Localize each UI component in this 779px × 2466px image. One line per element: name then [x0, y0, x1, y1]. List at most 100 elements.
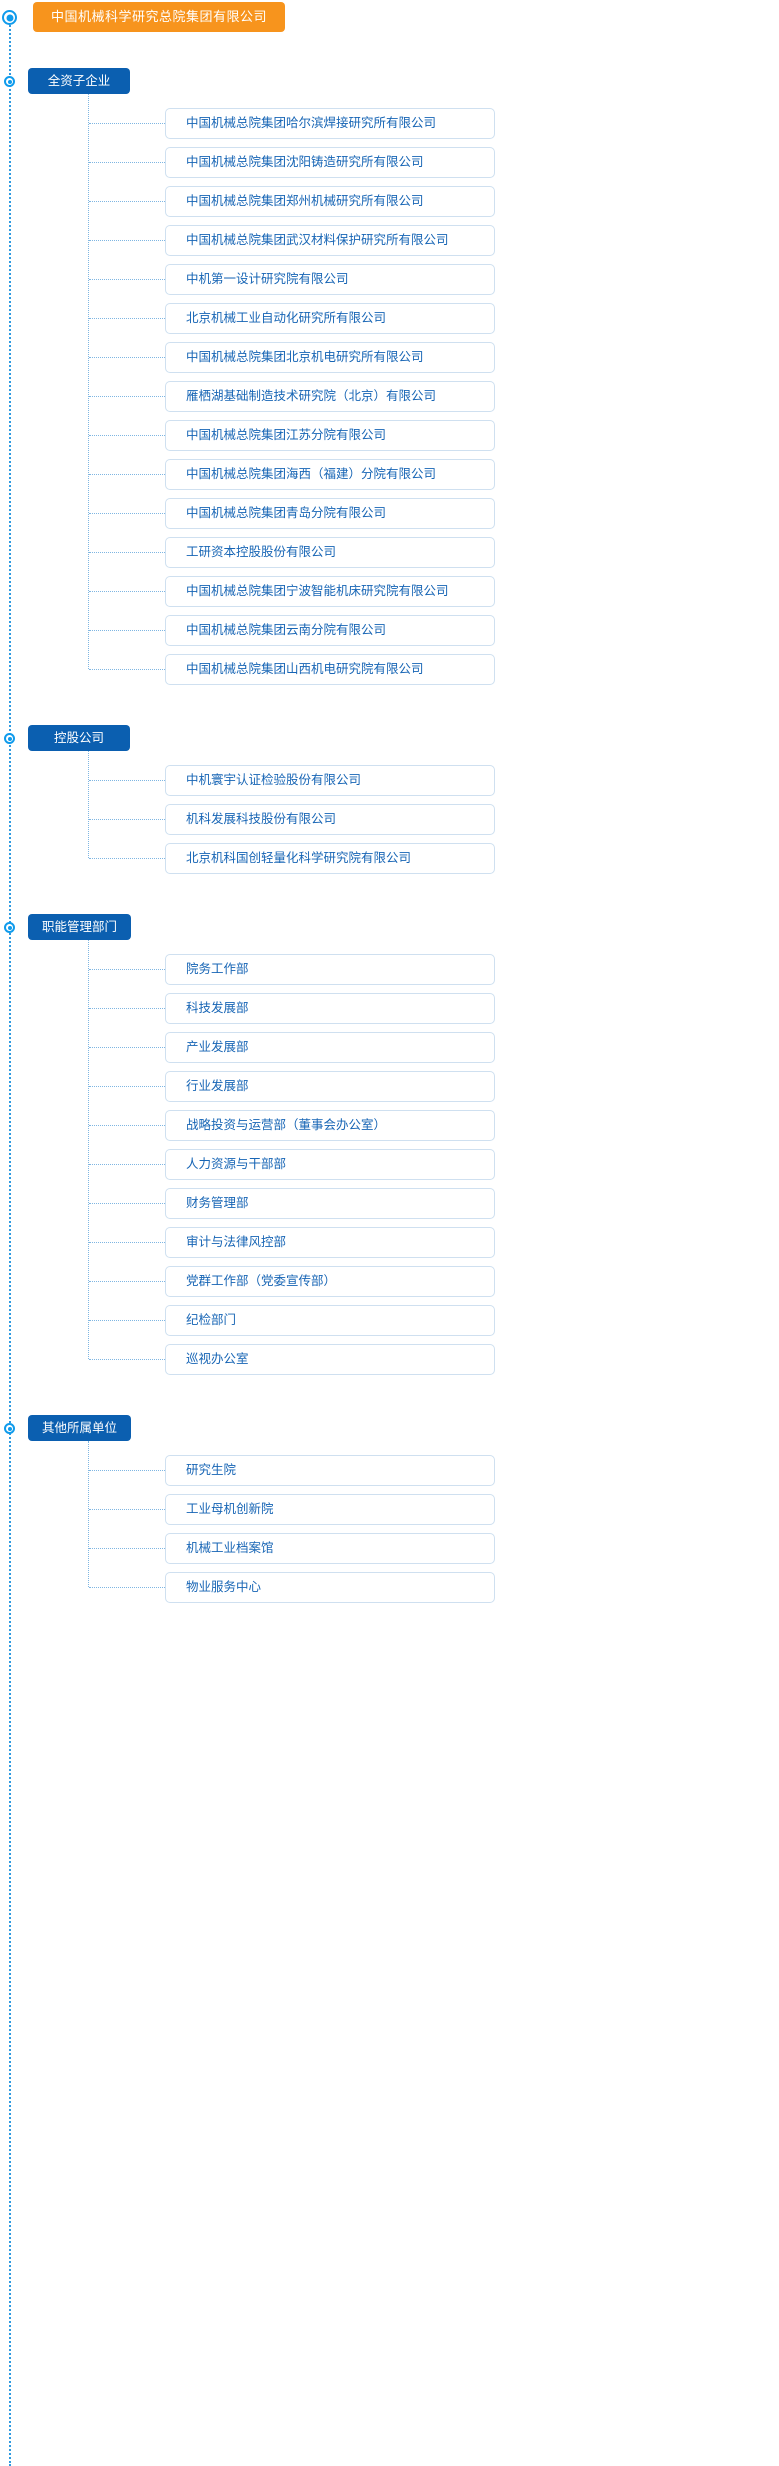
connector-line [89, 1320, 165, 1321]
org-item[interactable]: 中国机械总院集团青岛分院有限公司 [0, 494, 779, 533]
org-item-label[interactable]: 雁栖湖基础制造技术研究院（北京）有限公司 [165, 381, 495, 412]
section-children: 中国机械总院集团哈尔滨焊接研究所有限公司中国机械总院集团沈阳铸造研究所有限公司中… [0, 94, 779, 695]
section-label[interactable]: 全资子企业 [28, 68, 130, 94]
org-item[interactable]: 中国机械总院集团海西（福建）分院有限公司 [0, 455, 779, 494]
org-item-label[interactable]: 党群工作部（党委宣传部） [165, 1266, 495, 1297]
org-item[interactable]: 北京机科国创轻量化科学研究院有限公司 [0, 839, 779, 878]
org-item-label[interactable]: 纪检部门 [165, 1305, 495, 1336]
org-item[interactable]: 工研资本控股股份有限公司 [0, 533, 779, 572]
org-item-label[interactable]: 北京机科国创轻量化科学研究院有限公司 [165, 843, 495, 874]
org-item[interactable]: 人力资源与干部部 [0, 1145, 779, 1184]
org-item[interactable]: 雁栖湖基础制造技术研究院（北京）有限公司 [0, 377, 779, 416]
section-children: 院务工作部科技发展部产业发展部行业发展部战略投资与运营部（董事会办公室） 人力资源… [0, 940, 779, 1385]
org-item[interactable]: 中国机械总院集团云南分院有限公司 [0, 611, 779, 650]
org-item-label[interactable]: 中国机械总院集团哈尔滨焊接研究所有限公司 [165, 108, 495, 139]
org-item[interactable]: 行业发展部 [0, 1067, 779, 1106]
org-item-label[interactable]: 工业母机创新院 [165, 1494, 495, 1525]
node-marker-icon [4, 76, 15, 87]
node-marker-icon [4, 922, 15, 933]
org-item-label[interactable]: 中国机械总院集团北京机电研究所有限公司 [165, 342, 495, 373]
org-item[interactable]: 物业服务中心 [0, 1568, 779, 1607]
connector-line [89, 780, 165, 781]
section-label[interactable]: 职能管理部门 [28, 914, 132, 940]
section-header[interactable]: 全资子企业 [0, 68, 779, 94]
org-item[interactable]: 院务工作部 [0, 950, 779, 989]
section-label[interactable]: 其他所属单位 [28, 1415, 132, 1441]
section-2: 控股公司中机寰宇认证检验股份有限公司机科发展科技股份有限公司北京机科国创轻量化科… [0, 725, 779, 884]
connector-line [89, 1008, 165, 1009]
org-item[interactable]: 研究生院 [0, 1451, 779, 1490]
org-item[interactable]: 北京机械工业自动化研究所有限公司 [0, 299, 779, 338]
connector-line [89, 279, 165, 280]
connector-line [89, 1242, 165, 1243]
org-item[interactable]: 中国机械总院集团北京机电研究所有限公司 [0, 338, 779, 377]
org-item-label[interactable]: 机科发展科技股份有限公司 [165, 804, 495, 835]
section-header[interactable]: 职能管理部门 [0, 914, 779, 940]
org-item-label[interactable]: 产业发展部 [165, 1032, 495, 1063]
org-item-label[interactable]: 中国机械总院集团青岛分院有限公司 [165, 498, 495, 529]
connector-line [89, 474, 165, 475]
org-item[interactable]: 中机寰宇认证检验股份有限公司 [0, 761, 779, 800]
org-item[interactable]: 中国机械总院集团山西机电研究院有限公司 [0, 650, 779, 689]
org-item-label[interactable]: 中国机械总院集团山西机电研究院有限公司 [165, 654, 495, 685]
org-item-label[interactable]: 中国机械总院集团云南分院有限公司 [165, 615, 495, 646]
connector-line [89, 858, 165, 859]
org-item-label[interactable]: 院务工作部 [165, 954, 495, 985]
org-item[interactable]: 工业母机创新院 [0, 1490, 779, 1529]
section-header[interactable]: 控股公司 [0, 725, 779, 751]
org-item-label[interactable]: 中国机械总院集团郑州机械研究所有限公司 [165, 186, 495, 217]
root-node-label[interactable]: 中国机械科学研究总院集团有限公司 [33, 2, 286, 32]
org-item[interactable]: 中国机械总院集团沈阳铸造研究所有限公司 [0, 143, 779, 182]
connector-line [89, 591, 165, 592]
org-item-label[interactable]: 财务管理部 [165, 1188, 495, 1219]
org-item[interactable]: 巡视办公室 [0, 1340, 779, 1379]
section-header[interactable]: 其他所属单位 [0, 1415, 779, 1441]
org-item-label[interactable]: 中机寰宇认证检验股份有限公司 [165, 765, 495, 796]
org-item-label[interactable]: 中国机械总院集团宁波智能机床研究院有限公司 [165, 576, 495, 607]
org-item-label[interactable]: 战略投资与运营部（董事会办公室） [165, 1110, 495, 1141]
org-item-label[interactable]: 中国机械总院集团江苏分院有限公司 [165, 420, 495, 451]
org-item[interactable]: 战略投资与运营部（董事会办公室） [0, 1106, 779, 1145]
org-item[interactable]: 财务管理部 [0, 1184, 779, 1223]
connector-line [89, 1281, 165, 1282]
org-item-label[interactable]: 审计与法律风控部 [165, 1227, 495, 1258]
connector-line [89, 1470, 165, 1471]
connector-line [89, 396, 165, 397]
org-item[interactable]: 科技发展部 [0, 989, 779, 1028]
org-item[interactable]: 中国机械总院集团宁波智能机床研究院有限公司 [0, 572, 779, 611]
org-item-label[interactable]: 科技发展部 [165, 993, 495, 1024]
org-item[interactable]: 机科发展科技股份有限公司 [0, 800, 779, 839]
org-item-label[interactable]: 物业服务中心 [165, 1572, 495, 1603]
org-item[interactable]: 机械工业档案馆 [0, 1529, 779, 1568]
org-item[interactable]: 中国机械总院集团郑州机械研究所有限公司 [0, 182, 779, 221]
section-label[interactable]: 控股公司 [28, 725, 130, 751]
org-item[interactable]: 中国机械总院集团武汉材料保护研究所有限公司 [0, 221, 779, 260]
node-marker-icon [4, 733, 15, 744]
org-item-label[interactable]: 人力资源与干部部 [165, 1149, 495, 1180]
org-item-label[interactable]: 北京机械工业自动化研究所有限公司 [165, 303, 495, 334]
org-item-label[interactable]: 工研资本控股股份有限公司 [165, 537, 495, 568]
org-item[interactable]: 纪检部门 [0, 1301, 779, 1340]
connector-line [89, 1587, 165, 1588]
org-item[interactable]: 党群工作部（党委宣传部） [0, 1262, 779, 1301]
org-item-label[interactable]: 研究生院 [165, 1455, 495, 1486]
connector-line [89, 357, 165, 358]
connector-line [89, 552, 165, 553]
org-item[interactable]: 中国机械总院集团哈尔滨焊接研究所有限公司 [0, 104, 779, 143]
connector-line [89, 1203, 165, 1204]
org-item-label[interactable]: 巡视办公室 [165, 1344, 495, 1375]
org-item-label[interactable]: 中机第一设计研究院有限公司 [165, 264, 495, 295]
org-item-label[interactable]: 中国机械总院集团武汉材料保护研究所有限公司 [165, 225, 495, 256]
org-item[interactable]: 中机第一设计研究院有限公司 [0, 260, 779, 299]
org-item-label[interactable]: 中国机械总院集团海西（福建）分院有限公司 [165, 459, 495, 490]
org-item[interactable]: 中国机械总院集团江苏分院有限公司 [0, 416, 779, 455]
org-item[interactable]: 产业发展部 [0, 1028, 779, 1067]
org-item-label[interactable]: 机械工业档案馆 [165, 1533, 495, 1564]
connector-line [89, 201, 165, 202]
org-item-label[interactable]: 中国机械总院集团沈阳铸造研究所有限公司 [165, 147, 495, 178]
root-node[interactable]: 中国机械科学研究总院集团有限公司 [0, 0, 779, 38]
org-item[interactable]: 审计与法律风控部 [0, 1223, 779, 1262]
node-marker-icon [2, 10, 17, 25]
org-item-label[interactable]: 行业发展部 [165, 1071, 495, 1102]
connector-line [89, 162, 165, 163]
